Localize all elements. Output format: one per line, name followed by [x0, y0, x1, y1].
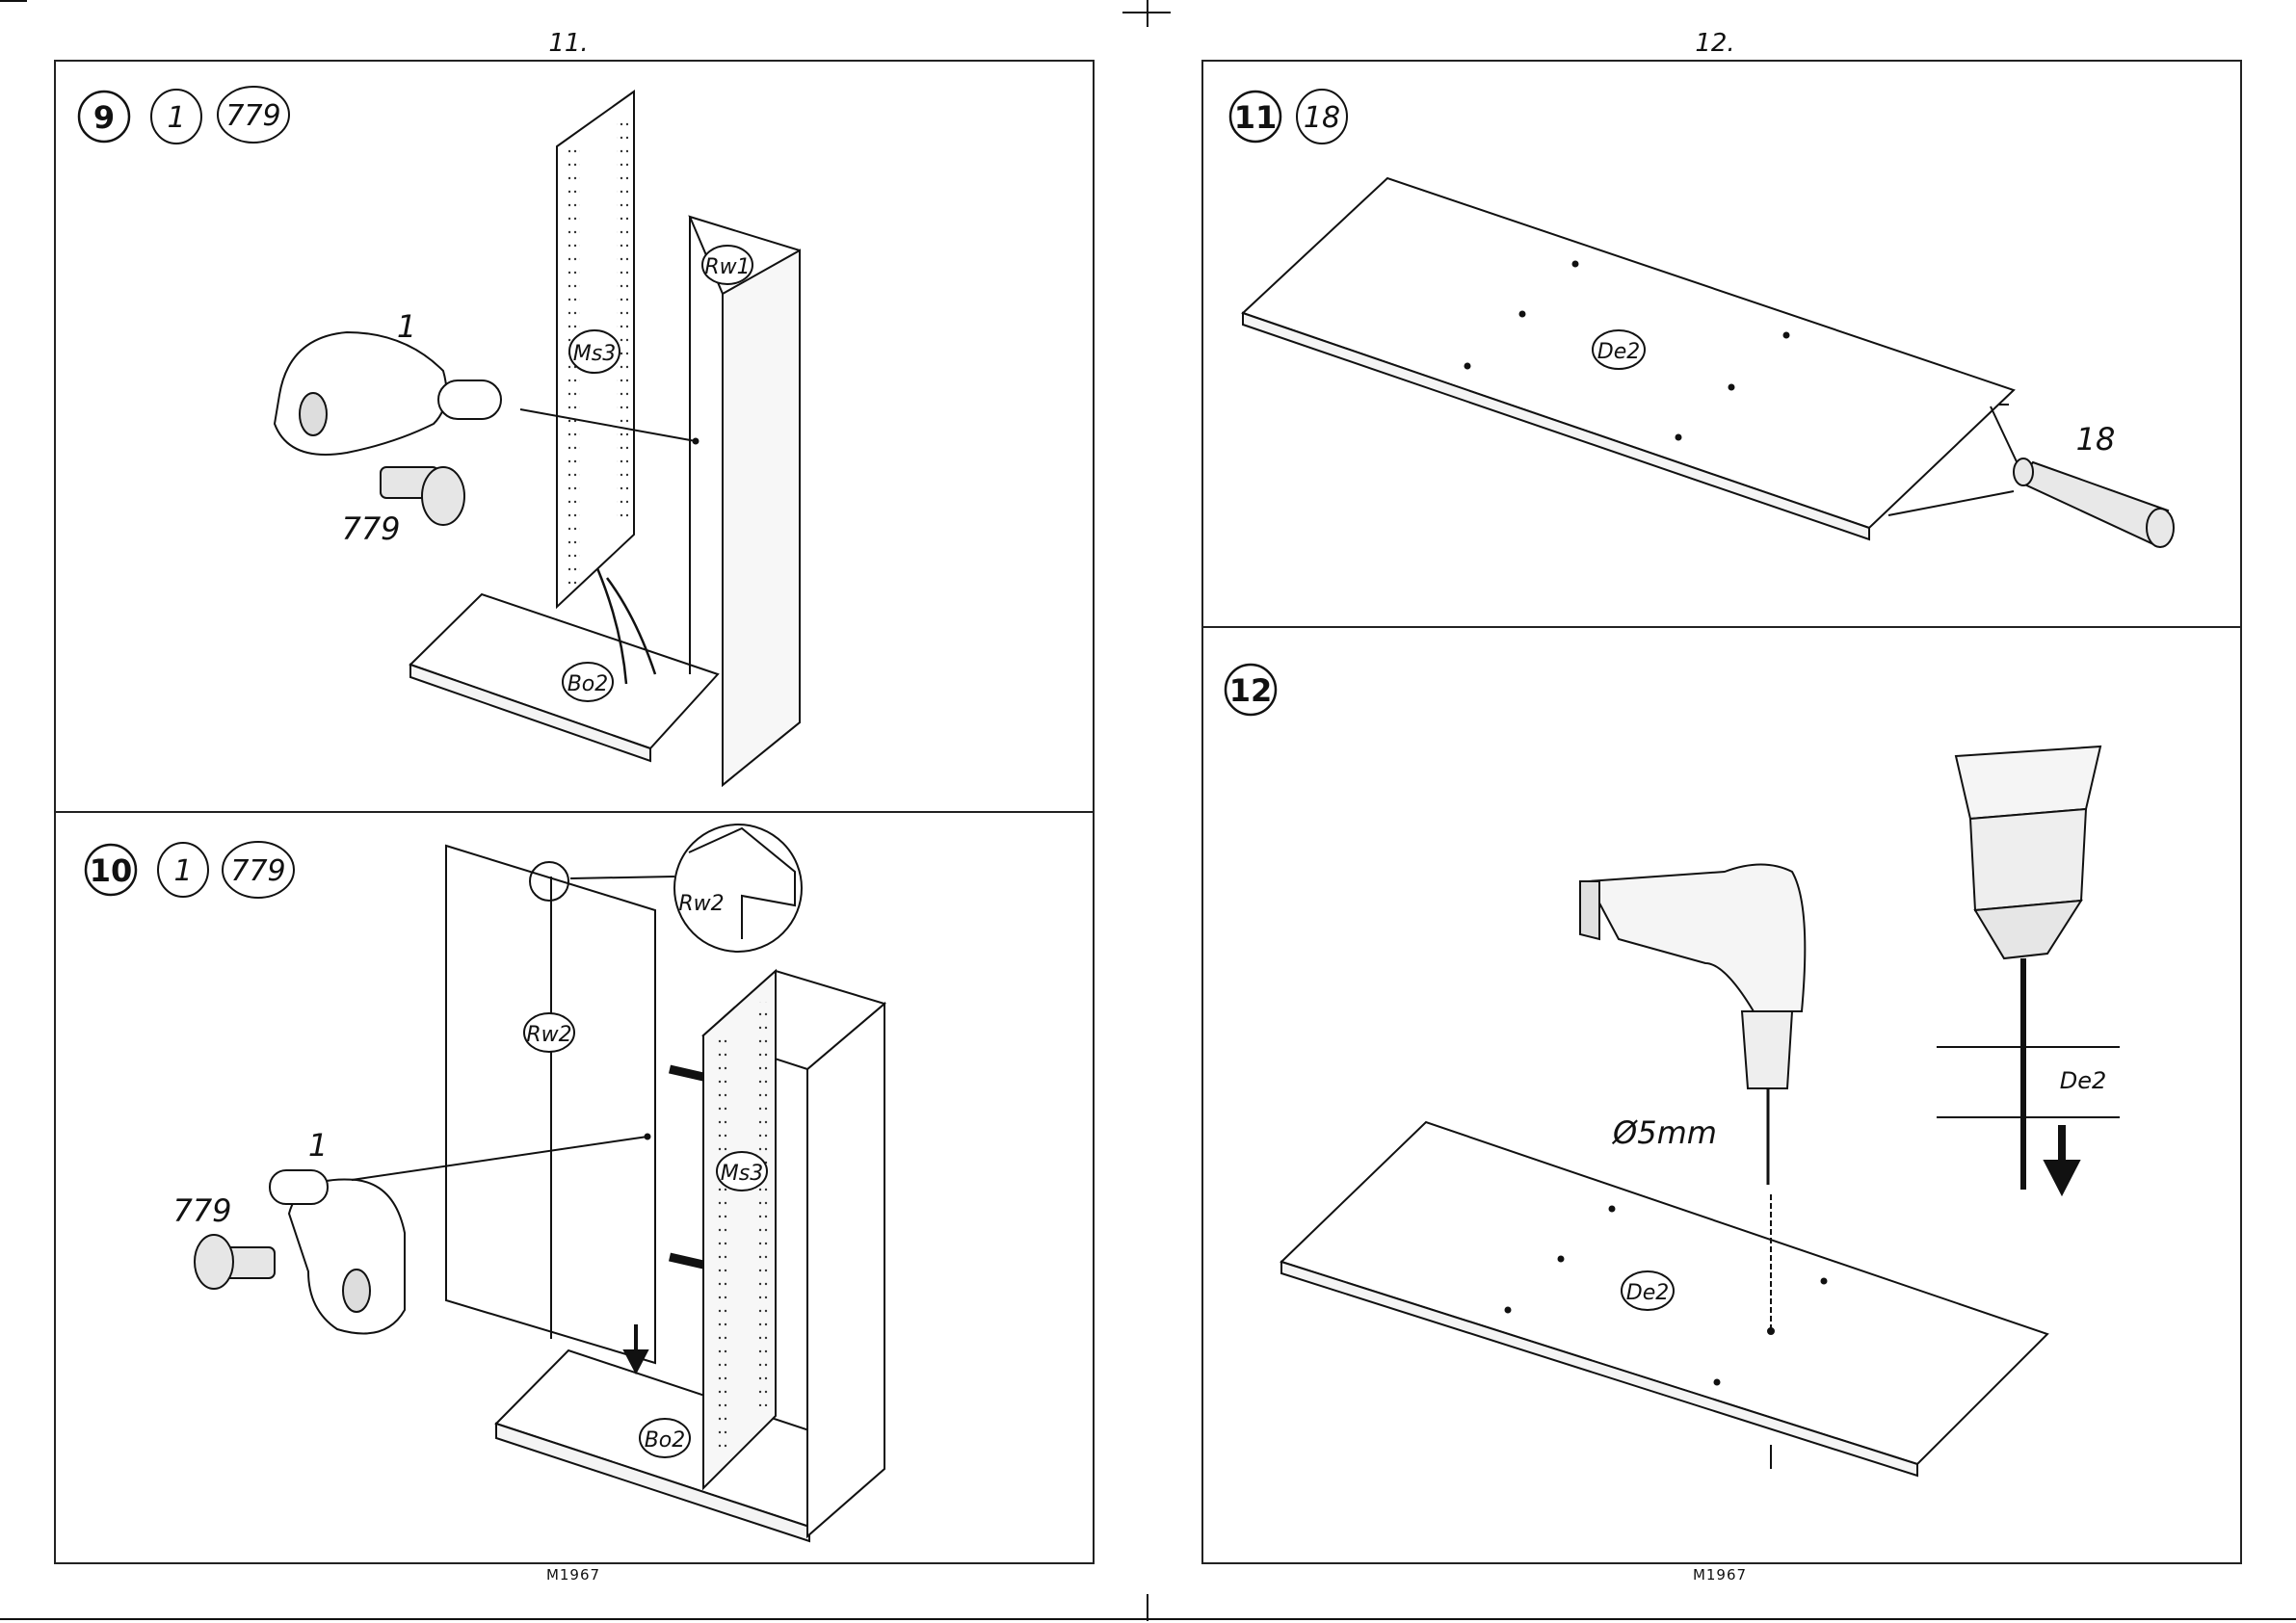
step-number: 12 — [1229, 672, 1273, 709]
step-number: 10 — [90, 852, 133, 889]
part-label-1: 1 — [308, 1127, 328, 1164]
part-label-1: 1 — [397, 308, 416, 345]
panel-label-de2: De2 — [1626, 1281, 1669, 1305]
part-badge: 779 — [230, 854, 285, 888]
panel-label-de2: De2 — [1597, 340, 1640, 364]
step-9-drawing — [275, 92, 800, 785]
step-number: 9 — [93, 99, 115, 136]
panel-label-bo2: Bo2 — [567, 672, 609, 696]
thickness-label-de2: De2 — [2060, 1067, 2107, 1094]
step-12-header: 12 — [1226, 665, 1276, 715]
panel-label-rw1: Rw1 — [704, 255, 750, 279]
part-label-779: 779 — [341, 510, 400, 547]
step-11-drawing — [1243, 178, 2174, 547]
step-number: 11 — [1234, 99, 1278, 136]
step-9-header: 9 1 779 — [79, 87, 289, 144]
step-11-header: 11 18 — [1230, 90, 1347, 144]
step-10-drawing — [195, 825, 884, 1541]
panel-label-ms3: Ms3 — [721, 1162, 763, 1186]
drill-size-label: Ø5mm — [1611, 1114, 1717, 1151]
part-label-779: 779 — [172, 1192, 231, 1229]
part-badge: 779 — [225, 99, 280, 133]
step-10-header: 10 1 779 — [86, 842, 294, 898]
panel-label-ms3: Ms3 — [573, 342, 616, 366]
step-12-drawing — [1281, 746, 2120, 1476]
detail-label-rw2: Rw2 — [678, 892, 724, 916]
panel-label-rw2: Rw2 — [526, 1023, 571, 1047]
part-badge: 1 — [167, 101, 185, 135]
part-badge: 18 — [1304, 101, 1340, 135]
panel-label-bo2: Bo2 — [645, 1428, 686, 1453]
part-label-18: 18 — [2076, 421, 2116, 458]
part-badge: 1 — [173, 854, 192, 888]
